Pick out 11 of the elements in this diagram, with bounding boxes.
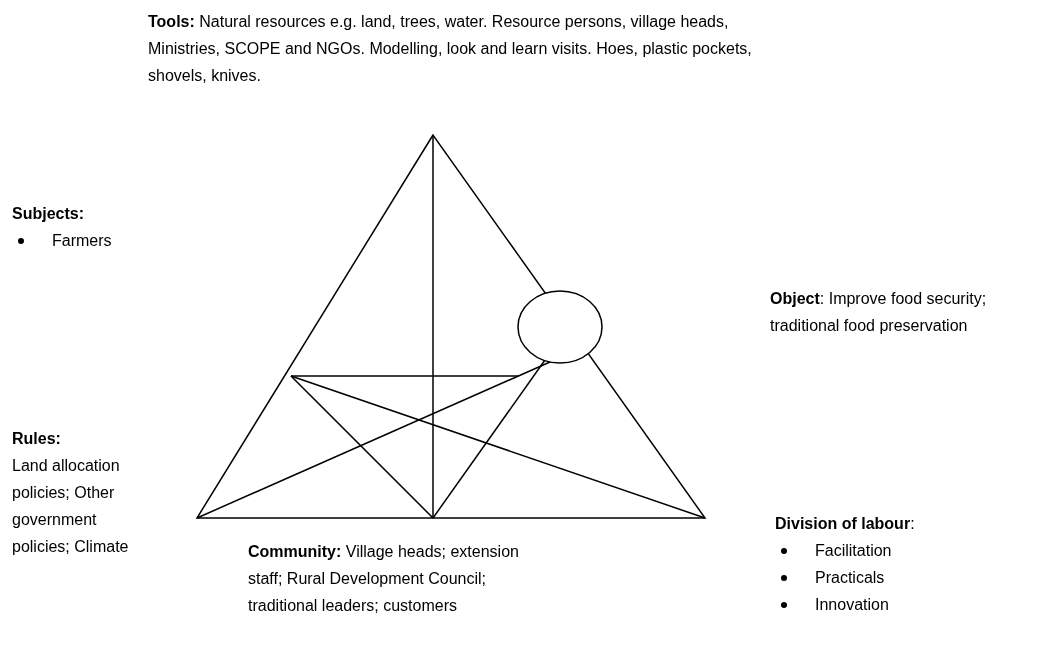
division-item: Innovation: [775, 591, 1041, 618]
rules-text: Land allocation policies; Other government policies; Climate: [12, 456, 130, 557]
community-text: Community: Village heads; extension staff; Rural Development Council; traditional leaders; customers: [248, 542, 520, 616]
subjects-heading: Subjects:: [12, 204, 85, 224]
tools-text: Tools: Natural resources e.g. land, trees, water. Resource persons, village heads, Ministries, SCOPE and NGOs. Modelling, look and learn visits. Hoes, plastic pockets, shovels, knives.: [148, 12, 753, 86]
rules-heading: Rules:: [12, 429, 62, 449]
subject-item: Farmers: [12, 227, 252, 254]
division-item: Practicals: [775, 564, 1041, 591]
division-of-labour-heading: Division of labour:: [775, 514, 916, 534]
division-item: Facilitation: [775, 537, 1041, 564]
object-text: Object: Improve food security; traditional food preservation: [770, 289, 988, 336]
